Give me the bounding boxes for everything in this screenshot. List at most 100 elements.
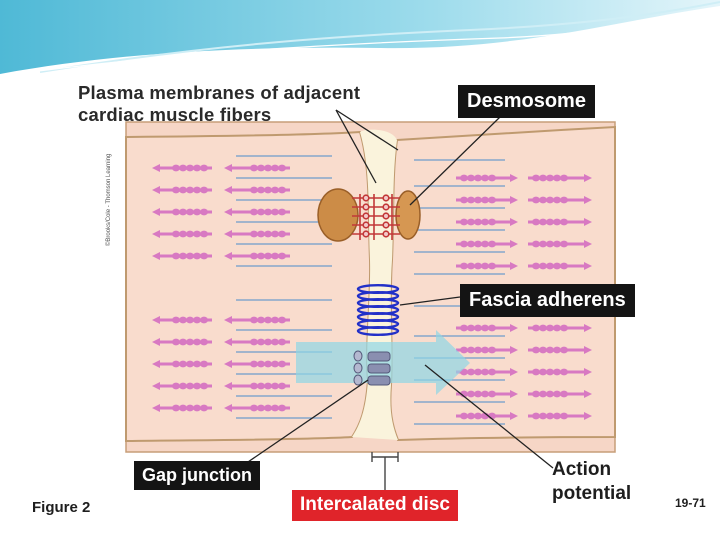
myosin-bead — [474, 346, 482, 354]
myosin-bead — [460, 324, 468, 332]
myosin-bead — [250, 208, 258, 216]
myosin-bead — [532, 368, 540, 376]
myosin-bead — [186, 208, 194, 216]
myosin-bead — [257, 316, 265, 324]
myosin-bead — [560, 240, 568, 248]
myosin-bead — [532, 218, 540, 226]
myosin-bead — [460, 346, 468, 354]
myosin-bead — [179, 208, 187, 216]
filament-tip — [224, 252, 232, 260]
filament-tip — [584, 324, 592, 332]
myosin-bead — [546, 368, 554, 376]
myosin-bead — [546, 218, 554, 226]
myosin-bead — [467, 262, 475, 270]
filament-tip — [224, 338, 232, 346]
myosin-bead — [467, 196, 475, 204]
myosin-bead — [474, 218, 482, 226]
filament-tip — [510, 196, 518, 204]
desmosome-node — [362, 203, 370, 211]
myosin-bead — [560, 390, 568, 398]
filament-tip — [152, 164, 160, 172]
filament-tip — [584, 390, 592, 398]
plasma-membranes-label: Plasma membranes of adjacent cardiac mus… — [78, 82, 360, 126]
myosin-bead — [200, 360, 208, 368]
myosin-bead — [257, 338, 265, 346]
myosin-bead — [539, 262, 547, 270]
filament-tip — [224, 208, 232, 216]
myosin-bead — [179, 338, 187, 346]
myosin-bead — [488, 240, 496, 248]
myosin-bead — [271, 208, 279, 216]
myosin-bead — [172, 186, 180, 194]
myosin-bead — [278, 252, 286, 260]
filament-tip — [152, 252, 160, 260]
myosin-bead — [172, 230, 180, 238]
myosin-bead — [532, 346, 540, 354]
myosin-bead — [532, 390, 540, 398]
myosin-bead — [186, 316, 194, 324]
myosin-bead — [250, 404, 258, 412]
myosin-bead — [186, 404, 194, 412]
myosin-bead — [179, 360, 187, 368]
myosin-bead — [179, 230, 187, 238]
myosin-bead — [264, 252, 272, 260]
connexon — [367, 363, 391, 374]
filament-tip — [152, 360, 160, 368]
myosin-bead — [546, 390, 554, 398]
desmosome-node — [382, 212, 390, 220]
myosin-bead — [186, 164, 194, 172]
myosin-bead — [460, 218, 468, 226]
fascia-adherens-label: Fascia adherens — [460, 284, 635, 317]
myosin-bead — [474, 174, 482, 182]
filament-tip — [510, 368, 518, 376]
plasma-membranes-label-line1: Plasma membranes of adjacent — [78, 82, 361, 103]
filament-tip — [152, 186, 160, 194]
myosin-bead — [488, 390, 496, 398]
myosin-bead — [200, 404, 208, 412]
myosin-bead — [193, 208, 201, 216]
myosin-bead — [200, 230, 208, 238]
myosin-bead — [278, 382, 286, 390]
myosin-bead — [481, 368, 489, 376]
myosin-bead — [546, 174, 554, 182]
filament-tip — [224, 404, 232, 412]
myosin-bead — [257, 164, 265, 172]
myosin-bead — [278, 360, 286, 368]
myosin-bead — [560, 368, 568, 376]
myosin-bead — [264, 208, 272, 216]
header-wave-decoration — [0, 0, 720, 77]
filament-tip — [510, 390, 518, 398]
myosin-bead — [532, 240, 540, 248]
myosin-bead — [467, 412, 475, 420]
myosin-bead — [186, 382, 194, 390]
myosin-bead — [532, 324, 540, 332]
myosin-bead — [257, 360, 265, 368]
myosin-bead — [467, 346, 475, 354]
myosin-bead — [553, 346, 561, 354]
myosin-bead — [553, 324, 561, 332]
myosin-bead — [481, 346, 489, 354]
filament-tip — [224, 164, 232, 172]
myosin-bead — [474, 390, 482, 398]
myosin-bead — [539, 346, 547, 354]
myosin-bead — [186, 338, 194, 346]
myosin-bead — [264, 382, 272, 390]
myosin-bead — [488, 196, 496, 204]
myosin-bead — [271, 230, 279, 238]
myosin-bead — [200, 338, 208, 346]
myosin-bead — [172, 252, 180, 260]
myosin-bead — [560, 174, 568, 182]
myosin-bead — [250, 316, 258, 324]
myosin-bead — [278, 230, 286, 238]
myosin-bead — [560, 262, 568, 270]
filament-tip — [152, 382, 160, 390]
myosin-bead — [193, 230, 201, 238]
page-number: 19-71 — [675, 496, 706, 510]
filament-tip — [584, 346, 592, 354]
fascia-adherens-coil — [356, 284, 400, 337]
myosin-bead — [553, 262, 561, 270]
figure-caption: Figure 2 — [32, 499, 91, 516]
myosin-bead — [467, 174, 475, 182]
myosin-bead — [250, 252, 258, 260]
